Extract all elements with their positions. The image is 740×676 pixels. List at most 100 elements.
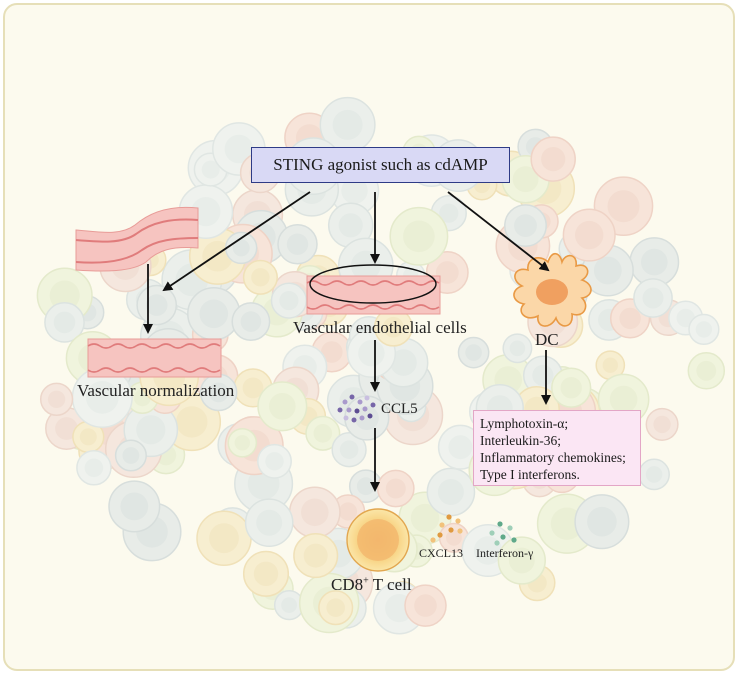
background-cell [331, 432, 367, 468]
background-cell-nucleus [653, 415, 671, 434]
background-cell [257, 381, 308, 432]
background-cell-nucleus [383, 316, 404, 338]
background-cell-nucleus [232, 239, 250, 257]
background-cell-nucleus [234, 435, 250, 451]
cxcl13-label: CXCL13 [419, 546, 464, 560]
background-cell-nucleus [265, 452, 284, 471]
background-cell-nucleus [339, 440, 359, 460]
background-cell-nucleus [587, 506, 617, 537]
background-cell-nucleus [55, 417, 78, 440]
background-cell-nucleus [53, 311, 76, 334]
background-cell [136, 284, 178, 326]
background-cell-nucleus [410, 503, 440, 533]
background-cell-nucleus [301, 498, 329, 527]
background-cell [114, 439, 147, 472]
background-cell-nucleus [356, 477, 375, 496]
background-cell-nucleus [532, 364, 554, 386]
dc-effects-box: Lymphotoxin-α; Interleukin-36; Inflammat… [473, 410, 641, 486]
flow-arrows [143, 191, 551, 492]
background-cell-nucleus [354, 406, 379, 430]
interferon-particles-icon [489, 521, 517, 546]
background-cell-nucleus [465, 344, 482, 361]
background-cell [504, 204, 547, 248]
background-cell-nucleus [49, 280, 80, 311]
background-cell [562, 208, 616, 262]
dc-label: DC [535, 330, 559, 349]
background-cell-nucleus [338, 213, 363, 238]
ccl5-label: CCL5 [381, 401, 418, 417]
interferon-gamma-label: Interferon-γ [476, 546, 534, 560]
background-cell-nucleus [281, 597, 297, 613]
background-cell [108, 480, 161, 533]
background-cell-nucleus [448, 435, 473, 460]
background-cell-nucleus [253, 561, 279, 586]
background-cell-nucleus [437, 479, 464, 505]
background-cell-nucleus [508, 547, 535, 574]
background-cell-nucleus [541, 147, 566, 172]
background-cell-nucleus [358, 340, 385, 367]
background-cell [257, 443, 292, 479]
background-cell-nucleus [79, 428, 97, 446]
background-cell [574, 494, 630, 550]
background-cell [270, 282, 308, 319]
background-cell-nucleus [593, 256, 622, 285]
endothelial-highlight-ellipse [309, 264, 437, 304]
background-cell-nucleus [256, 509, 283, 536]
background-cell-nucleus [642, 287, 664, 309]
background-cell-nucleus [609, 385, 638, 414]
background-cell-nucleus [199, 299, 229, 329]
background-cell-nucleus [120, 492, 149, 521]
background-cell [305, 415, 341, 451]
background-cell-nucleus [641, 248, 668, 276]
background-cell-nucleus [390, 349, 417, 376]
background-cell [231, 302, 271, 342]
background-cell-nucleus [85, 381, 119, 414]
background-cell [502, 333, 533, 364]
background-cell [457, 336, 490, 369]
background-cell-nucleus [136, 415, 166, 445]
background-cell [497, 536, 546, 585]
background-cell-nucleus [191, 197, 221, 227]
background-cell-nucleus [385, 478, 406, 499]
background-cell-nucleus [560, 377, 582, 399]
background-cell-nucleus [269, 393, 296, 420]
sting-agonist-box: STING agonist such as cdAMP [251, 147, 510, 183]
background-cell [687, 352, 726, 390]
dc-effect-item: Lymphotoxin-α; [480, 416, 569, 431]
vascular-endothelial-label: Vascular endothelial cells [293, 318, 467, 337]
background-cell-nucleus [514, 214, 537, 238]
background-cell-nucleus [145, 294, 168, 316]
background-cell-nucleus [176, 406, 208, 438]
background-cell [530, 136, 576, 182]
background-cell-nucleus [224, 134, 254, 164]
background-cell-nucleus [696, 360, 717, 381]
background-cell [404, 584, 447, 627]
background-cell-nucleus [575, 220, 604, 250]
background-cell-nucleus [313, 424, 333, 443]
cxcl13-particles-icon [430, 514, 463, 543]
cd8-t-cell-label: CD8+ T cell [331, 575, 412, 594]
background-cell-nucleus [286, 233, 309, 255]
arrow-trigger-to-normalization [162, 191, 311, 292]
background-cell-nucleus [332, 109, 363, 140]
dendritic-cell-icon [513, 252, 592, 327]
background-cell [688, 313, 720, 346]
background-cell-nucleus [446, 529, 462, 546]
background-cell-nucleus [695, 321, 713, 338]
background-cell-nucleus [201, 160, 220, 179]
background-cell-nucleus [619, 307, 641, 330]
background-cell [227, 427, 258, 458]
background-cell-nucleus [435, 261, 459, 284]
background-cell [242, 550, 290, 597]
background-cell-nucleus [240, 311, 262, 332]
background-cell-nucleus [303, 543, 328, 568]
background-cell-nucleus [122, 447, 140, 464]
background-cell-nucleus [439, 203, 459, 223]
background-cell-nucleus [47, 390, 66, 408]
cd8-t-cell-icon [346, 508, 410, 572]
background-cell [293, 533, 339, 579]
background-cell-nucleus [645, 466, 663, 483]
arrow-trigger-to-dc [447, 191, 550, 272]
background-cell-nucleus [607, 190, 640, 223]
